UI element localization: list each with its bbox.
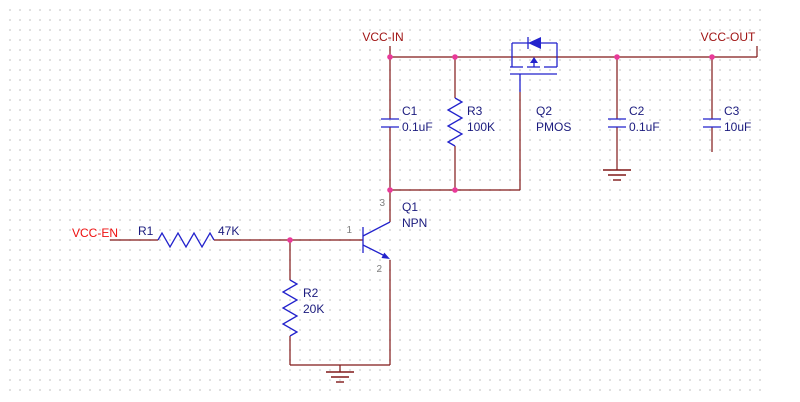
- body-diode-triangle-icon: [528, 37, 541, 49]
- component-designator: Q1: [402, 200, 418, 214]
- component-r1[interactable]: R1 47K: [138, 224, 239, 249]
- component-designator: C1: [402, 104, 418, 118]
- component-value: 100K: [467, 120, 495, 134]
- resistor-zigzag: [446, 97, 464, 147]
- component-designator: R2: [303, 286, 319, 300]
- component-q2[interactable]: Q2 PMOS: [510, 37, 571, 134]
- junction-dots: [287, 54, 715, 243]
- pin-number-base: 1: [346, 225, 352, 236]
- bjt-collector-lead: [362, 221, 391, 237]
- component-value: NPN: [402, 216, 427, 230]
- component-value: 10uF: [724, 120, 751, 134]
- wires[interactable]: [110, 46, 758, 372]
- pin-number-emitter: 2: [376, 264, 382, 275]
- power-port-vcc-in[interactable]: VCC-IN: [362, 30, 403, 44]
- component-q1[interactable]: 1 3 2 Q1 NPN: [346, 198, 427, 275]
- ground-symbol-icon[interactable]: [326, 371, 354, 383]
- component-c1[interactable]: C1 0.1uF: [381, 104, 433, 134]
- resistor-zigzag: [157, 231, 215, 249]
- bjt-emitter-lead: [362, 244, 388, 258]
- bjt-emitter-arrow-icon: [381, 252, 390, 259]
- junction-dot: [387, 187, 393, 193]
- junction-dot: [452, 187, 458, 193]
- component-value: 0.1uF: [629, 120, 660, 134]
- net-label-vcc-en[interactable]: VCC-EN: [72, 226, 118, 240]
- component-c3[interactable]: C3 10uF: [703, 104, 751, 134]
- component-value: 20K: [303, 302, 324, 316]
- junction-dot: [452, 54, 458, 60]
- mosfet-arrow-icon: [530, 57, 538, 63]
- component-value: 0.1uF: [402, 120, 433, 134]
- junction-dot: [709, 54, 715, 60]
- component-designator: C2: [629, 104, 645, 118]
- component-value: PMOS: [536, 120, 571, 134]
- component-r3[interactable]: R3 100K: [446, 97, 495, 147]
- component-value: 47K: [218, 224, 239, 238]
- component-c2[interactable]: C2 0.1uF: [608, 104, 660, 134]
- junction-dot: [287, 237, 293, 243]
- power-port-vcc-out[interactable]: VCC-OUT: [701, 30, 756, 44]
- resistor-zigzag: [281, 279, 299, 337]
- pin-number-collector: 3: [379, 198, 385, 209]
- junction-dot: [387, 54, 393, 60]
- schematic-grid: [5, 5, 767, 395]
- component-r2[interactable]: R2 20K: [281, 279, 324, 337]
- junction-dot: [614, 54, 620, 60]
- component-designator: R3: [467, 104, 483, 118]
- component-designator: Q2: [536, 104, 552, 118]
- component-designator: R1: [138, 224, 154, 238]
- ground-symbol-icon[interactable]: [603, 169, 631, 181]
- component-designator: C3: [724, 104, 740, 118]
